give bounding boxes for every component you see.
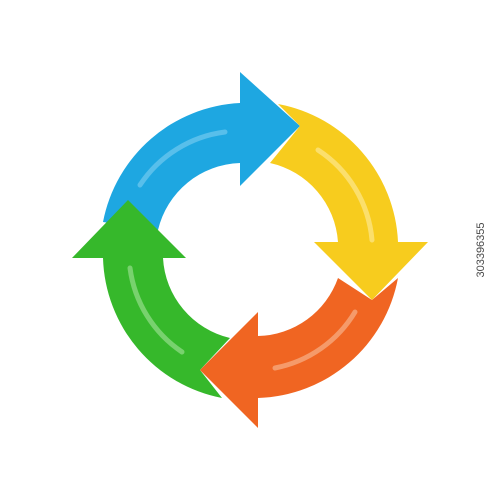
yellow-arrow-icon — [270, 104, 428, 300]
green-arrow-highlight — [127, 265, 185, 355]
yellow-arrow-body — [270, 104, 428, 300]
orange-arrow-body — [200, 278, 398, 428]
orange-arrow-highlight — [272, 309, 358, 371]
yellow-arrow-highlight — [315, 147, 375, 243]
orange-arrow-icon — [200, 278, 398, 428]
green-arrow-body — [72, 200, 230, 398]
blue-arrow-icon — [103, 72, 300, 230]
green-arrow-icon — [72, 200, 230, 398]
blue-arrow-body — [103, 72, 300, 230]
blue-arrow-highlight — [137, 129, 228, 188]
